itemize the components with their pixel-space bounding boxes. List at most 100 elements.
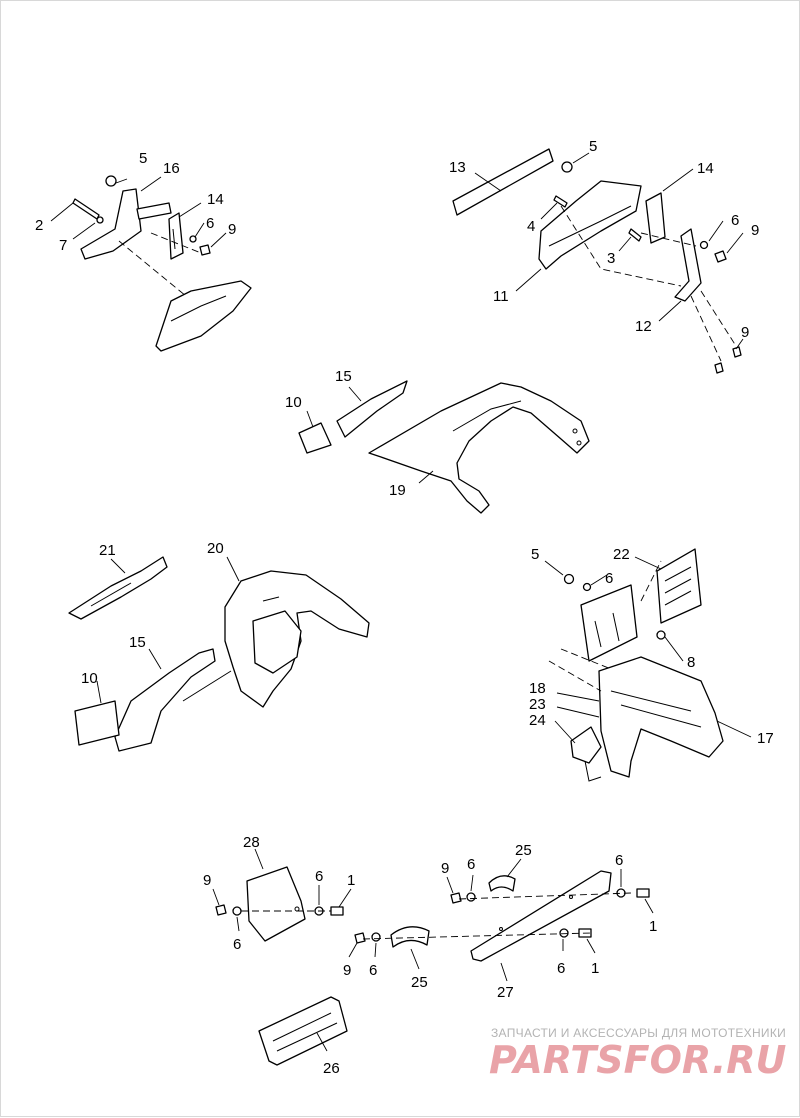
part-15-bracket-mid xyxy=(114,648,216,752)
callout-24: 24 xyxy=(529,712,546,729)
part-9-nut-lower-b xyxy=(732,346,742,358)
part-16-slot-plate xyxy=(136,202,172,220)
callout-23: 23 xyxy=(529,696,546,713)
callout-7: 7 xyxy=(59,237,67,254)
callout-18: 18 xyxy=(529,680,546,697)
callout-20: 20 xyxy=(207,540,224,557)
callout-2: 2 xyxy=(35,217,43,234)
callout-14: 14 xyxy=(207,191,224,208)
callout-19: 19 xyxy=(389,482,406,499)
callout-5-right: 5 xyxy=(589,138,597,155)
callout-26: 26 xyxy=(323,1060,340,1077)
callout-21: 21 xyxy=(99,542,116,559)
part-11-bracket xyxy=(538,180,642,270)
group-bottom-plates: 28 9 6 1 6 9 6 25 6 9 6 25 27 1 6 1 26 xyxy=(203,834,657,1077)
callout-6-bm2: 6 xyxy=(557,960,565,977)
part-6-washer xyxy=(189,235,197,243)
part-12-bracket xyxy=(674,228,702,302)
callout-6-bm: 6 xyxy=(369,962,377,979)
part-6-washer-f xyxy=(559,928,569,938)
callout-10-mid: 10 xyxy=(81,670,98,687)
part-14-bracket xyxy=(168,212,184,260)
part-21-bracket xyxy=(68,556,168,620)
callout-6-bc: 6 xyxy=(467,856,475,873)
part-8-nut xyxy=(656,630,666,640)
part-6-washer-mid xyxy=(582,582,592,592)
callout-9-bc: 9 xyxy=(441,860,449,877)
part-9-nut-lower-a xyxy=(714,362,724,374)
part-6-washer-a xyxy=(232,906,242,916)
callout-9-lower: 9 xyxy=(741,324,749,341)
callout-9-bm: 9 xyxy=(343,962,351,979)
callout-5-mid: 5 xyxy=(531,546,539,563)
callout-15-mid: 15 xyxy=(129,634,146,651)
watermark-logo: PARTSFOR.RU xyxy=(489,1038,787,1082)
part-tail-lamp-housing xyxy=(155,280,252,352)
callout-3: 3 xyxy=(607,250,615,267)
part-7-washer xyxy=(96,216,104,224)
part-1-screw-a xyxy=(330,906,344,916)
part-9-nut-b xyxy=(450,892,462,904)
callout-6-right: 6 xyxy=(731,212,739,229)
part-13-strip xyxy=(452,148,554,216)
part-9-nut-right xyxy=(714,250,727,263)
callout-6-mid: 6 xyxy=(605,570,613,587)
callout-28: 28 xyxy=(243,834,260,851)
callout-25-top: 25 xyxy=(515,842,532,859)
part-2-bolt xyxy=(72,198,100,220)
callout-4: 4 xyxy=(527,218,535,235)
callout-11: 11 xyxy=(493,288,509,305)
part-19-support xyxy=(368,382,590,514)
part-14-bracket-right xyxy=(645,192,666,244)
callout-16: 16 xyxy=(163,160,180,177)
part-5-screw xyxy=(105,175,117,187)
part-6-washer-e xyxy=(371,932,381,942)
part-24-connector xyxy=(570,726,602,764)
callout-6-bl2: 6 xyxy=(233,936,241,953)
part-4-screw xyxy=(553,195,568,208)
watermark: ЗАПЧАСТИ И АКСЕССУАРЫ ДЛЯ МОТОТЕХНИКИ PA… xyxy=(489,1026,787,1082)
callout-17: 17 xyxy=(757,730,774,747)
part-25-clamp-a xyxy=(488,875,516,892)
callout-8: 8 xyxy=(687,654,695,671)
group-rear-support: 15 10 19 xyxy=(285,368,590,514)
watermark-tagline: ЗАПЧАСТИ И АКСЕССУАРЫ ДЛЯ МОТОТЕХНИКИ xyxy=(491,1026,786,1040)
part-5-screw-mid xyxy=(563,573,575,585)
part-6-washer-right xyxy=(699,240,709,250)
part-16-bracket xyxy=(80,188,142,260)
callout-25-bottom: 25 xyxy=(411,974,428,991)
callout-5: 5 xyxy=(139,150,147,167)
part-9-nut xyxy=(199,244,211,256)
part-15-bracket-top xyxy=(336,380,408,438)
part-25-clamp-b xyxy=(390,926,430,948)
callout-1-bm: 1 xyxy=(591,960,599,977)
part-5-screw-right xyxy=(561,161,573,173)
part-20-inner-mount xyxy=(252,610,302,674)
part-9-nut-a xyxy=(215,904,227,916)
callout-6: 6 xyxy=(206,215,214,232)
callout-1-br: 1 xyxy=(649,918,657,935)
group-fender-assembly: 21 20 15 10 xyxy=(68,540,370,752)
callout-27: 27 xyxy=(497,984,514,1001)
callout-10-top: 10 xyxy=(285,394,302,411)
group-light-housing: 5 22 6 8 18 23 24 17 xyxy=(529,546,774,782)
callout-22: 22 xyxy=(613,546,630,563)
callout-1-bl: 1 xyxy=(347,872,355,889)
part-6-washer-c xyxy=(466,892,476,902)
part-27-plate xyxy=(470,870,612,962)
part-10-pad-top xyxy=(298,422,332,454)
part-10-pad-mid xyxy=(74,700,120,746)
part-9-nut-c xyxy=(354,932,366,944)
group-license-bracket-small: 5 16 2 7 14 6 9 xyxy=(35,150,252,352)
part-plate-center xyxy=(580,584,638,662)
part-28-plate xyxy=(246,866,306,942)
callout-15-top: 15 xyxy=(335,368,352,385)
part-17-housing xyxy=(598,656,724,778)
callout-6-bl: 6 xyxy=(315,868,323,885)
part-3-screw xyxy=(628,228,642,242)
part-26-plate xyxy=(258,996,348,1066)
callout-13: 13 xyxy=(449,159,466,176)
callout-9-bl: 9 xyxy=(203,872,211,889)
